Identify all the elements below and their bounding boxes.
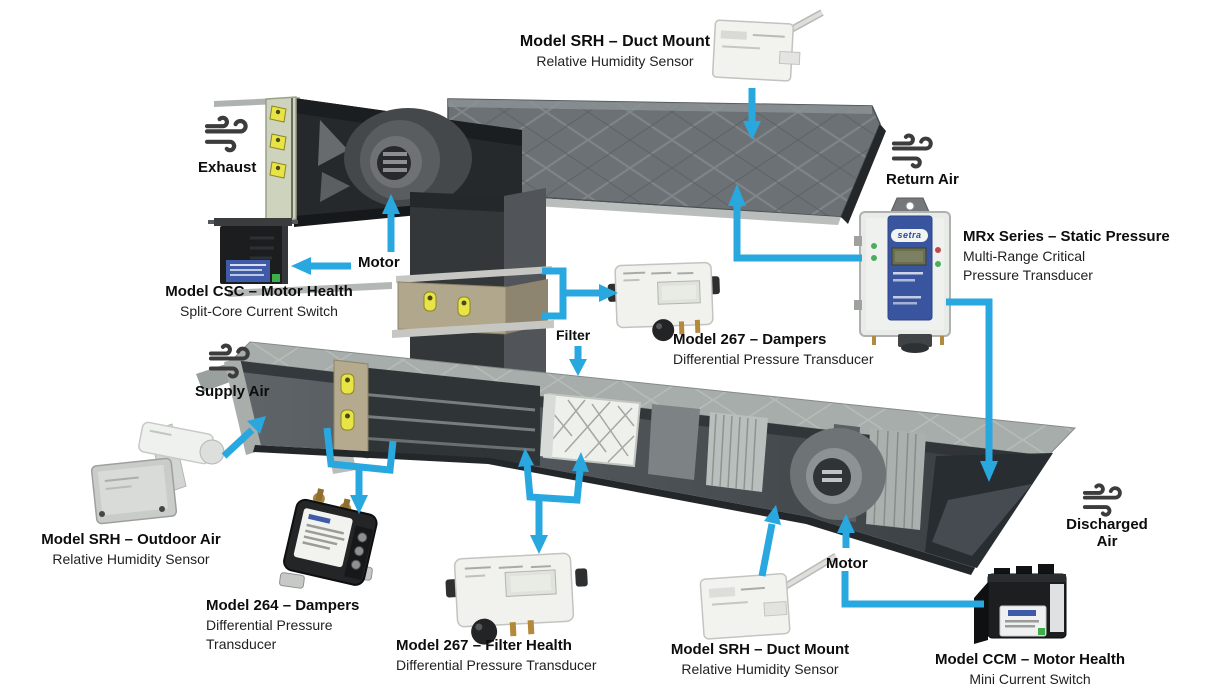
product-title: Model SRH – Duct Mount: [670, 641, 850, 658]
arrow-mrx-supply-duct: [946, 298, 993, 462]
wind-icon: [204, 115, 248, 153]
blower-motor: [790, 428, 886, 520]
arrowhead: [743, 121, 761, 140]
wind-icon: [891, 133, 933, 169]
arrowhead: [247, 416, 266, 434]
arrow-return-duct-mrx: [733, 204, 862, 262]
supply-duct: [196, 341, 1077, 575]
annotation-arrows: [221, 88, 998, 608]
arrowhead: [980, 461, 998, 482]
vertical-duct: [392, 188, 554, 396]
airflow-label: Supply Air: [195, 383, 270, 400]
product-subtitle: Differential Pressure Transducer: [396, 657, 597, 674]
label-srh-duct-mount-top: Model SRH – Duct Mount Relative Humidity…: [455, 31, 775, 71]
return-air-duct: [447, 98, 886, 225]
discharge-opening: [925, 453, 1053, 568]
product-title: Model CSC – Motor Health: [165, 283, 353, 300]
exhaust-duct: [214, 96, 522, 297]
product-title: Model SRH – Outdoor Air: [41, 531, 221, 548]
label-exhaust: Exhaust: [198, 158, 256, 178]
product-title: Model 267 – Dampers: [673, 331, 827, 348]
annotation-label: Motor: [826, 555, 868, 572]
csc-device: [208, 218, 298, 284]
supply-damper: [329, 359, 540, 474]
label-ccm-motor-health: Model CCM – Motor Health Mini Current Sw…: [908, 650, 1152, 689]
arrowhead: [837, 514, 855, 533]
product-title: Model CCM – Motor Health: [935, 651, 1125, 668]
product-title: Model 264 – Dampers: [206, 597, 360, 614]
airflow-label: Air: [1096, 533, 1118, 551]
arrowhead: [569, 359, 587, 376]
arrowhead: [572, 452, 589, 472]
m267-filter-health-device: [445, 552, 588, 645]
m264-dampers-device: [279, 488, 378, 589]
arrowhead: [530, 535, 548, 554]
arrowhead: [291, 257, 311, 275]
arrowhead: [350, 495, 368, 514]
product-subtitle: Relative Humidity Sensor: [681, 661, 839, 678]
bracket-filter-health: [523, 463, 584, 504]
product-subtitle: Split-Core Current Switch: [180, 303, 338, 320]
line-motor-to-ccm: [841, 571, 984, 608]
duct-coil: [706, 412, 768, 492]
vertical-duct-damper: [392, 266, 554, 338]
label-m267-filter-health: Model 267 – Filter Health Differential P…: [396, 636, 597, 675]
product-title: Model SRH – Duct Mount: [519, 33, 711, 50]
product-subtitle: Transducer: [206, 635, 277, 652]
label-srh-duct-mount-bottom: Model SRH – Duct Mount Relative Humidity…: [640, 640, 880, 679]
arrowhead: [518, 448, 534, 467]
label-motor-bottom: Motor: [826, 554, 868, 574]
label-discharged-air: Discharged Air: [1047, 516, 1167, 551]
ccm-device: [974, 564, 1067, 644]
m267-dampers-device: [607, 261, 720, 342]
product-subtitle: Relative Humidity Sensor: [52, 551, 210, 568]
airflow-label: Discharged: [1066, 516, 1148, 533]
srh-duct-mount-bottom-device: [699, 552, 838, 640]
arrowhead: [382, 194, 400, 214]
annotation-label: Motor: [358, 254, 400, 271]
srh-duct-mount-top-device: [711, 9, 824, 82]
label-srh-outdoor-air: Model SRH – Outdoor Air Relative Humidit…: [12, 530, 250, 569]
srh-outdoor-device: [90, 421, 225, 525]
annotation-label: Filter: [556, 327, 591, 343]
product-subtitle: Mini Current Switch: [969, 671, 1091, 688]
product-subtitle: Differential Pressure Transducer: [673, 351, 874, 368]
product-title: MRx Series – Static Pressure: [963, 228, 1170, 245]
mrx-device: [854, 197, 951, 353]
label-filter: Filter: [556, 326, 590, 345]
duct-filter: [540, 392, 642, 468]
wind-icon: [1082, 483, 1122, 517]
product-title: Model 267 – Filter Health: [396, 637, 572, 654]
label-return-air: Return Air: [886, 170, 959, 190]
arrow-srh-bottom-duct: [758, 523, 776, 577]
arrowhead: [599, 284, 618, 302]
arrowhead: [728, 184, 746, 206]
label-m267-dampers: Model 267 – Dampers Differential Pressur…: [673, 330, 874, 369]
arrow-outdoor-duct: [221, 427, 255, 459]
airflow-label: Exhaust: [198, 159, 257, 176]
product-subtitle: Multi-Range Critical: [963, 248, 1086, 265]
wind-icon: [208, 343, 250, 379]
arrowhead: [764, 505, 781, 525]
product-subtitle: Pressure Transducer: [963, 266, 1093, 283]
setra-logo: setra: [891, 229, 928, 242]
label-supply-air: Supply Air: [195, 382, 269, 402]
product-subtitle: Relative Humidity Sensor: [536, 53, 694, 70]
product-subtitle: Differential Pressure: [206, 617, 333, 634]
exhaust-damper-actuators: [269, 105, 287, 179]
airflow-label: Return Air: [886, 171, 959, 188]
label-motor-top: Motor: [358, 253, 400, 273]
label-mrx-static-pressure: MRx Series – Static Pressure Multi-Range…: [963, 227, 1170, 285]
label-csc-motor-health: Model CSC – Motor Health Split-Core Curr…: [125, 282, 393, 321]
label-m264-dampers: Model 264 – Dampers Differential Pressur…: [206, 596, 359, 654]
